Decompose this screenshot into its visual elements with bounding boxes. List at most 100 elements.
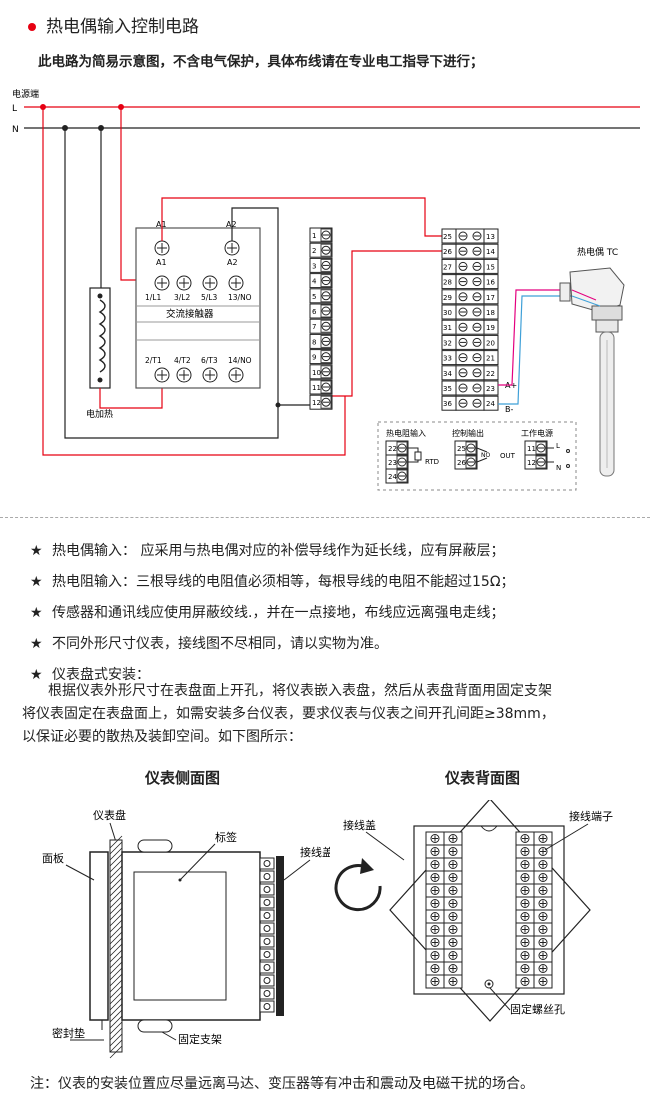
- terminal-left-9: 9: [309, 349, 333, 365]
- svg-text:14/NO: 14/NO: [228, 356, 252, 365]
- svg-text:31: 31: [443, 324, 452, 332]
- legend-power-terminal: 12: [524, 454, 548, 470]
- svg-text:27: 27: [443, 263, 452, 271]
- terminal-right-25: 25 13: [441, 228, 499, 244]
- terminal-number: 23: [388, 459, 397, 467]
- svg-text:3/L2: 3/L2: [174, 293, 190, 302]
- svg-text:28: 28: [443, 279, 452, 287]
- svg-text:25: 25: [443, 233, 452, 241]
- svg-text:NO: NO: [481, 452, 490, 459]
- legend-rtd-terminal: 23: [385, 454, 409, 470]
- terminal-right-31: 31 19: [441, 319, 499, 335]
- heater-label: 电加热: [86, 408, 113, 420]
- legend-ctrl-terminal: 26: [454, 454, 478, 470]
- svg-text:22: 22: [486, 370, 495, 378]
- svg-text:A2: A2: [227, 258, 238, 267]
- svg-text:4/T2: 4/T2: [174, 356, 191, 365]
- terminal-left-2: 2: [309, 242, 333, 258]
- bullet-dot-icon: [28, 23, 36, 31]
- svg-text:2/T1: 2/T1: [145, 356, 162, 365]
- svg-text:15: 15: [486, 263, 495, 271]
- terminal-number: 12: [527, 459, 536, 467]
- terminal-number: 25: [457, 445, 466, 453]
- svg-text:接线盖: 接线盖: [343, 818, 376, 832]
- svg-text:14: 14: [486, 248, 495, 256]
- note-item: ★热电阻输入：三根导线的电阻值必须相等，每根导线的电阻不能超过15Ω；: [30, 574, 515, 590]
- svg-text:工作电源: 工作电源: [521, 428, 553, 438]
- terminal-number: 12: [312, 399, 321, 407]
- terminal-number: 2: [312, 247, 316, 255]
- terminal-right-28: 28 16: [441, 274, 499, 290]
- svg-text:接线盖: 接线盖: [300, 845, 330, 859]
- terminal-number: 6: [312, 308, 317, 316]
- svg-text:23: 23: [486, 385, 495, 393]
- svg-text:A1: A1: [156, 220, 167, 229]
- terminal-number: 11: [527, 445, 536, 453]
- legend-ctrl-terminal: 25: [454, 440, 478, 456]
- side-view-caption: 仪表侧面图: [145, 769, 221, 787]
- svg-text:18: 18: [486, 309, 495, 317]
- divider: [0, 517, 650, 518]
- svg-text:19: 19: [486, 324, 495, 332]
- terminal-right-36: 36 24: [441, 395, 499, 411]
- terminal-right-34: 34 22: [441, 365, 499, 381]
- svg-text:17: 17: [486, 294, 495, 302]
- l-label: L: [12, 104, 17, 114]
- terminal-number: 22: [388, 445, 397, 453]
- terminal-cover-outline: [389, 800, 591, 1022]
- section-title: 热电偶输入控制电路: [28, 12, 199, 37]
- terminal-left-1: 1: [309, 227, 333, 243]
- terminal-number: 1: [312, 232, 316, 240]
- svg-text:20: 20: [486, 339, 495, 347]
- terminal-number: 5: [312, 293, 316, 301]
- svg-text:面板: 面板: [42, 851, 64, 865]
- note-item: ★传感器和通讯线应使用屏蔽绞线.，并在一点接地，布线应远离强电走线；: [30, 605, 505, 621]
- svg-text:A1: A1: [156, 258, 167, 267]
- svg-text:30: 30: [443, 309, 452, 317]
- note-item: ★仪表盘式安装：: [30, 667, 150, 683]
- svg-text:29: 29: [443, 294, 452, 302]
- svg-text:24: 24: [486, 400, 495, 408]
- wiring-diagram: 电源端 L N 电加热 A1 A2 A1 A2 1/L1 3/L2 5/L3 1…: [12, 88, 640, 491]
- svg-text:1/L1: 1/L1: [145, 293, 161, 302]
- terminal-right-30: 30 18: [441, 304, 499, 320]
- n-label: N: [12, 125, 19, 135]
- note-item: ★不同外形尺寸仪表，接线图不尽相同，请以实物为准。: [30, 636, 388, 652]
- side-view-diagram: 仪表盘 面板 标签 接线盖 密封垫 固定支架: [42, 808, 330, 1059]
- svg-text:13: 13: [486, 233, 495, 241]
- legend-box: [377, 421, 577, 491]
- svg-text:34: 34: [443, 370, 452, 378]
- terminal-left-4: 4: [309, 273, 333, 289]
- terminal-left-3: 3: [309, 257, 333, 273]
- back-view-diagram: 接线盖 接线端子 固定螺丝孔: [334, 800, 613, 1022]
- svg-text:16: 16: [486, 279, 495, 287]
- svg-text:6/T3: 6/T3: [201, 356, 218, 365]
- thermocouple-icon: [559, 267, 625, 477]
- svg-text:控制输出: 控制输出: [452, 428, 484, 438]
- svg-text:标签: 标签: [215, 830, 237, 844]
- terminal-left-7: 7: [309, 318, 333, 334]
- terminal-right-27: 27 15: [441, 258, 499, 274]
- svg-text:A2: A2: [226, 220, 237, 229]
- svg-text:密封垫: 密封垫: [52, 1026, 85, 1040]
- power-label: 电源端: [12, 88, 39, 100]
- terminal-number: 10: [312, 369, 321, 377]
- svg-text:RTD: RTD: [425, 458, 439, 466]
- svg-text:交流接触器: 交流接触器: [166, 308, 214, 320]
- terminal-number: 11: [312, 384, 321, 392]
- terminal-number: 26: [457, 459, 466, 467]
- contactor-box: [135, 227, 261, 389]
- back-view-caption: 仪表背面图: [445, 769, 521, 787]
- legend-power-terminal: 11: [524, 440, 548, 456]
- svg-text:5/L3: 5/L3: [201, 293, 217, 302]
- svg-text:36: 36: [443, 400, 452, 408]
- terminal-left-12: 12: [309, 394, 333, 410]
- svg-text:13/NO: 13/NO: [228, 293, 252, 302]
- install-paragraph: 根据仪表外形尺寸在表盘面上开孔，将仪表嵌入表盘，然后从表盘背面用固定支架 将仪表…: [22, 683, 555, 745]
- svg-text:21: 21: [486, 355, 495, 363]
- footer-note: 注：仪表的安装位置应尽量远离马达、变压器等有冲击和震动及电磁干扰的场合。: [30, 1076, 534, 1092]
